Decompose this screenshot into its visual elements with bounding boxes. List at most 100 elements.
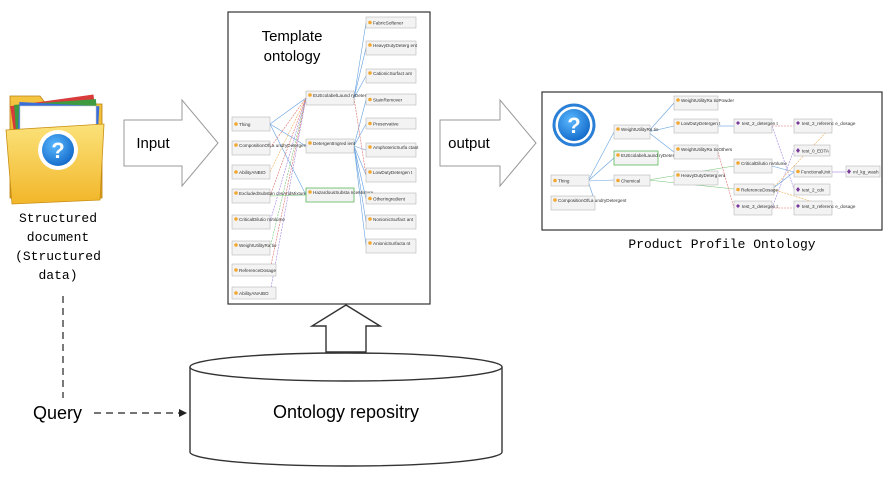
- svg-text:test_2_detergen t: test_2_detergen t: [742, 121, 778, 126]
- svg-text:Thing: Thing: [239, 122, 251, 127]
- product-node: ml_kg_wash: [845, 165, 881, 178]
- svg-text:test_2_referenc e_dosage: test_2_referenc e_dosage: [802, 121, 856, 126]
- svg-text:AbilityANAIBO: AbilityANAIBO: [239, 291, 269, 296]
- output-label: output: [448, 135, 491, 152]
- product-node: FunctionalUnit: [793, 165, 833, 178]
- template-ontology-panel: Template ontology: [227, 11, 431, 305]
- svg-text:HeavyDutyDeterg ent: HeavyDutyDeterg ent: [681, 173, 726, 178]
- svg-text:DetergentIngred ient: DetergentIngred ient: [313, 141, 356, 146]
- svg-text:Thing: Thing: [558, 179, 570, 184]
- svg-text:ExcludedSubstan cesAndMixtures: ExcludedSubstan cesAndMixtures: [239, 191, 309, 196]
- template-node: AbilityANAIBO: [231, 286, 277, 300]
- template-node: WeightUtilityRa tio: [231, 240, 277, 256]
- template-node: CationicSurfact ant: [365, 68, 417, 84]
- template-edges: [269, 22, 367, 294]
- product-profile-caption: Product Profile Ontology: [628, 237, 815, 252]
- svg-text:ReferenceDosage: ReferenceDosage: [741, 188, 778, 193]
- svg-text:test_2_cdv: test_2_cdv: [802, 188, 825, 193]
- svg-text:Preservative: Preservative: [373, 122, 399, 127]
- template-node: NonionicSurfact ant: [365, 214, 417, 230]
- template-right-nodes: FabricSoftener HeavyDutyDeterg ent Catio…: [365, 16, 419, 254]
- template-node: Preservative: [365, 117, 417, 130]
- svg-text:AmphotericSurfa ctant: AmphotericSurfa ctant: [373, 145, 419, 150]
- question-mark-icon: [42, 134, 74, 166]
- template-node: Thing: [231, 116, 271, 132]
- svg-text:CompositionOfLa undryDetergent: CompositionOfLa undryDetergent: [239, 143, 308, 148]
- template-node: FabricSoftener: [365, 16, 417, 29]
- template-node: AbilityANBIO: [231, 164, 271, 180]
- svg-text:StainRemover: StainRemover: [373, 98, 403, 103]
- product-node: HeavyDutyDeterg ent: [673, 170, 726, 186]
- template-node: AnionicSurfacta nt: [365, 238, 417, 254]
- svg-text:test_3_detergen t: test_3_detergen t: [742, 204, 778, 209]
- template-node: ReferenceDosage: [231, 263, 276, 277]
- svg-text:HeavyDutyDeterg ent: HeavyDutyDeterg ent: [373, 43, 418, 48]
- product-node: LowDutyDetergen t: [673, 118, 721, 134]
- svg-text:WeightUtilityRa tio: WeightUtilityRa tio: [621, 127, 659, 132]
- svg-text:AnionicSurfacta nt: AnionicSurfacta nt: [373, 241, 411, 246]
- caption-line-3: (Structured: [15, 249, 101, 264]
- input-label: Input: [136, 135, 170, 152]
- svg-text:AbilityANBIO: AbilityANBIO: [239, 170, 266, 175]
- query-connector: Query: [33, 296, 187, 423]
- svg-text:FunctionalUnit: FunctionalUnit: [801, 170, 831, 175]
- product-node: CriticalDilutio nVolume: [733, 158, 787, 174]
- svg-text:?: ?: [51, 138, 64, 163]
- product-question-icon: [558, 109, 590, 141]
- svg-text:test_3_referenc e_dosage: test_3_referenc e_dosage: [802, 204, 856, 209]
- template-node: StainRemover: [365, 93, 417, 106]
- product-node: WeightUtilityRa tioOthers: [673, 144, 733, 160]
- input-arrow: Input: [123, 98, 219, 188]
- template-node: ExcludedSubstan cesAndMixtures: [231, 188, 309, 204]
- template-title-line-1: Template: [262, 28, 323, 45]
- output-arrow: output: [439, 98, 537, 188]
- svg-text:ReferenceDosage: ReferenceDosage: [239, 268, 276, 273]
- query-label: Query: [33, 403, 82, 423]
- template-node: HeavyDutyDeterg ent: [365, 40, 418, 56]
- svg-text:HazardousSubsta nceMixture: HazardousSubsta nceMixture: [313, 190, 374, 195]
- svg-text:ml_kg_wash: ml_kg_wash: [853, 170, 879, 175]
- product-node: test_2_detergen t: [733, 118, 778, 134]
- template-node: DetergentIngred ient: [305, 138, 356, 154]
- svg-text:WeightUtilityRa tio: WeightUtilityRa tio: [239, 243, 277, 248]
- svg-text:CompositionOfLa undryDetergent: CompositionOfLa undryDetergent: [558, 198, 627, 203]
- product-node: WeightUtilityRa tio: [613, 124, 659, 140]
- caption-line-4: data): [38, 268, 77, 283]
- product-node: test_3_detergen t: [733, 200, 778, 216]
- svg-text:LowDutyDetergen t: LowDutyDetergen t: [681, 121, 721, 126]
- product-node: ReferenceDosage: [733, 183, 778, 196]
- repository-label: Ontology repositry: [273, 402, 419, 422]
- product-node: EUEcolabelLaund ryDetergent: [613, 150, 684, 166]
- svg-text:CriticalDilutio nVolume: CriticalDilutio nVolume: [239, 217, 285, 222]
- svg-text:CriticalDilutio nVolume: CriticalDilutio nVolume: [741, 161, 787, 166]
- svg-text:LowDutyDetergen t: LowDutyDetergen t: [373, 170, 413, 175]
- template-middle-nodes: EUEcolabelLaund ryDetergent DetergentIng…: [305, 90, 376, 203]
- product-node: WeightUtilityRa tioPowder: [673, 95, 734, 111]
- template-node: EUEcolabelLaund ryDetergent: [305, 90, 376, 106]
- svg-text:Chemical: Chemical: [621, 179, 640, 184]
- ontology-repository: Ontology repositry: [189, 352, 503, 467]
- product-node: test_2_cdv: [793, 183, 831, 196]
- svg-text:CationicSurfact ant: CationicSurfact ant: [373, 71, 413, 76]
- template-title-line-2: ontology: [264, 48, 321, 65]
- template-node: AmphotericSurfa ctant: [365, 142, 419, 158]
- svg-text:FabricSoftener: FabricSoftener: [373, 21, 404, 26]
- product-node: CompositionOfLa undryDetergent: [550, 195, 627, 211]
- svg-text:EUEcolabelLaund ryDetergent: EUEcolabelLaund ryDetergent: [621, 153, 684, 158]
- structured-document-caption: Structured document (Structured data): [15, 211, 101, 283]
- template-left-nodes: Thing CompositionOfLa undryDetergent Abi…: [231, 116, 309, 300]
- template-node: CriticalDilutio nVolume: [231, 214, 285, 230]
- svg-text:?: ?: [567, 113, 580, 138]
- svg-text:OtherIngredient: OtherIngredient: [373, 197, 406, 202]
- svg-text:WeightUtilityRa tioOthers: WeightUtilityRa tioOthers: [681, 147, 733, 152]
- template-node: CompositionOfLa undryDetergent: [231, 140, 308, 156]
- svg-text:NonionicSurfact ant: NonionicSurfact ant: [373, 217, 414, 222]
- svg-text:EUEcolabelLaund ryDetergent: EUEcolabelLaund ryDetergent: [313, 93, 376, 98]
- template-node: LowDutyDetergen t: [365, 167, 417, 183]
- svg-text:test_0_EDTA: test_0_EDTA: [802, 149, 830, 154]
- svg-text:WeightUtilityRa tioPowder: WeightUtilityRa tioPowder: [681, 98, 734, 103]
- up-arrow: [309, 304, 383, 353]
- template-node: HazardousSubsta nceMixture: [305, 187, 374, 203]
- template-node: OtherIngredient: [365, 192, 417, 205]
